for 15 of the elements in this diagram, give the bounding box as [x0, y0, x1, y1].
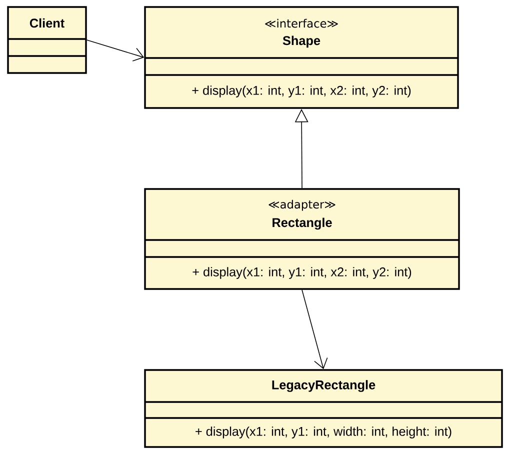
class-name: LegacyRectangle — [272, 380, 376, 392]
class-name: Rectangle — [272, 218, 332, 230]
stereotype: ≪adapter≫ — [268, 200, 336, 211]
arrow — [86, 40, 144, 62]
class-box — [144, 369, 503, 448]
operation: + display(x1: int, y1: int, width: int, height: int) — [196, 426, 452, 438]
class-box — [144, 188, 460, 290]
operation: + display(x1: int, y1: int, x2: int, y2: int) — [192, 267, 412, 279]
stereotype: ≪interface≫ — [265, 18, 338, 28]
class-box — [7, 6, 87, 74]
class-box — [144, 6, 459, 109]
class-name: Client — [30, 18, 64, 28]
operation: + display(x1: int, y1: int, x2: int, y2: int) — [192, 86, 411, 98]
arrow — [302, 289, 328, 370]
class-name: Shape — [282, 36, 320, 48]
